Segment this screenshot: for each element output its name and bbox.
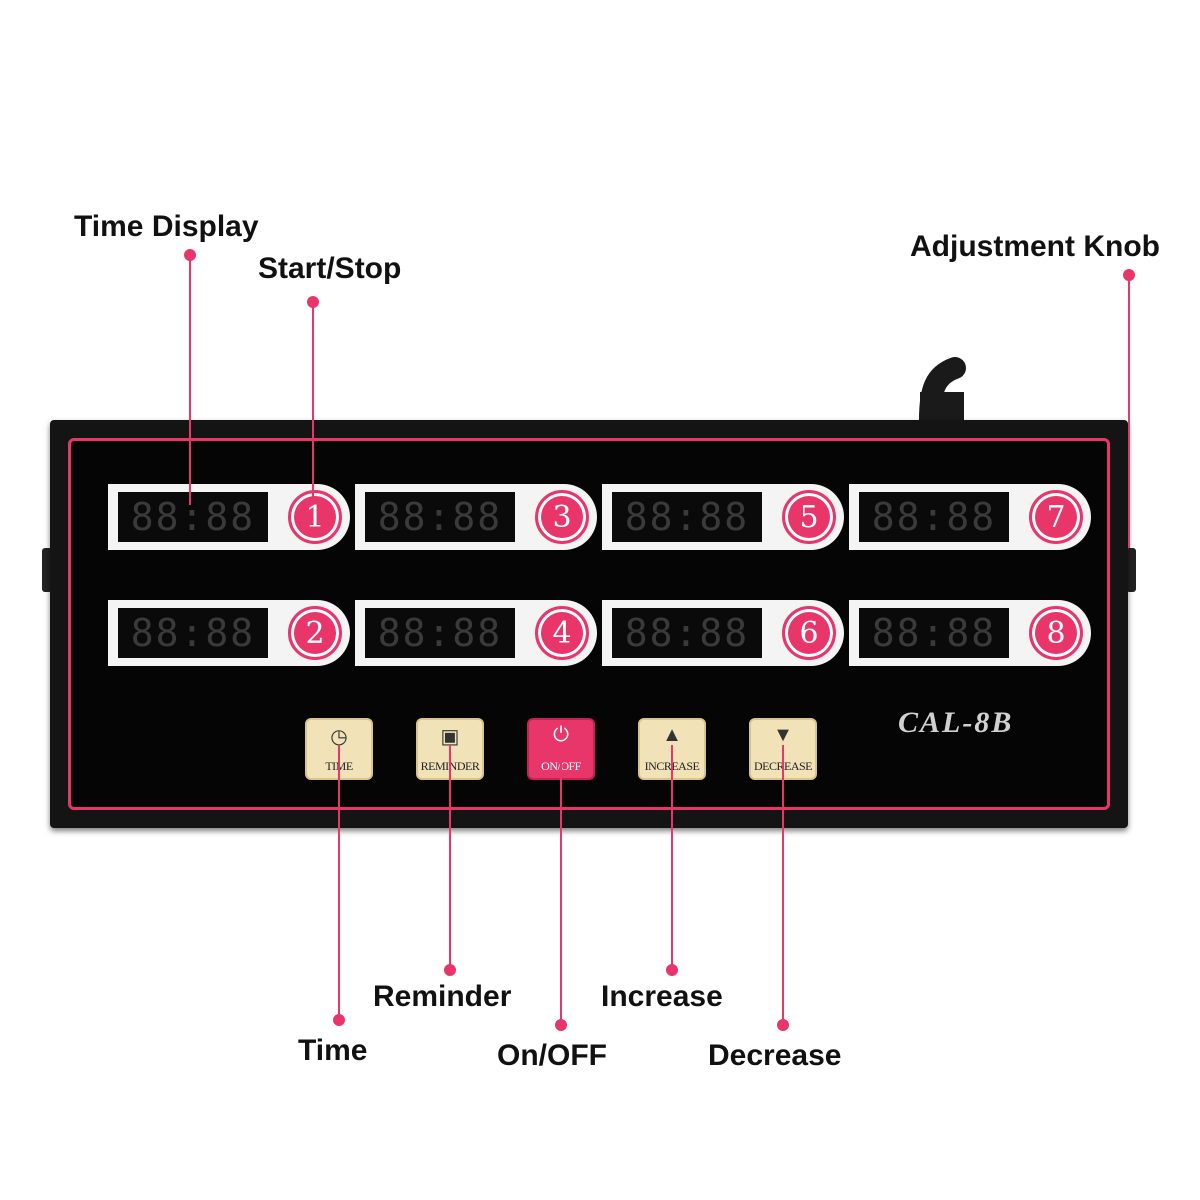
adjustment-knob[interactable]: [1126, 548, 1136, 592]
callout-dot-reminder: [444, 964, 456, 976]
callout-time-display: Time Display: [74, 210, 259, 243]
timer-slot-5: 88:88 5: [602, 484, 844, 550]
basket-icon: ▣: [440, 726, 460, 748]
callout-dot-increase: [666, 964, 678, 976]
callout-dot-adjustment-knob: [1123, 269, 1135, 281]
start-stop-button-2[interactable]: 2: [288, 606, 342, 660]
start-stop-button-4[interactable]: 4: [535, 606, 589, 660]
timer-slot-6: 88:88 6: [602, 600, 844, 666]
left-side-knob[interactable]: [42, 548, 52, 592]
callout-dot-on-off: [555, 1019, 567, 1031]
callout-dot-time-display: [184, 249, 196, 261]
timer-device: 88:88 1 88:88 3 88:88 5 88:88 7 88:88 2 …: [50, 420, 1128, 828]
time-display-3: 88:88: [365, 492, 515, 542]
model-label: CAL-8B: [898, 706, 1014, 739]
timer-slot-1: 88:88 1: [108, 484, 350, 550]
callout-adjustment-knob: Adjustment Knob: [910, 230, 1160, 263]
triangle-down-icon: ▼: [773, 724, 793, 746]
time-display-4: 88:88: [365, 608, 515, 658]
time-display-1: 88:88: [118, 492, 268, 542]
callout-dot-start-stop: [307, 296, 319, 308]
timer-slot-4: 88:88 4: [355, 600, 597, 666]
callout-dot-time: [333, 1014, 345, 1026]
callout-increase: Increase: [601, 980, 723, 1013]
start-stop-button-3[interactable]: 3: [535, 490, 589, 544]
time-display-6: 88:88: [612, 608, 762, 658]
callout-reminder: Reminder: [373, 980, 512, 1013]
callout-dot-decrease: [777, 1019, 789, 1031]
timer-slot-3: 88:88 3: [355, 484, 597, 550]
timer-slot-2: 88:88 2: [108, 600, 350, 666]
time-display-8: 88:88: [859, 608, 1009, 658]
callout-start-stop: Start/Stop: [258, 252, 402, 285]
power-icon: ⏻: [553, 724, 569, 746]
callout-decrease: Decrease: [708, 1039, 842, 1072]
start-stop-button-6[interactable]: 6: [782, 606, 836, 660]
start-stop-button-5[interactable]: 5: [782, 490, 836, 544]
callout-on-off: On/OFF: [497, 1039, 607, 1072]
timer-slot-8: 88:88 8: [849, 600, 1091, 666]
clock-icon: ◷: [330, 726, 348, 748]
start-stop-button-7[interactable]: 7: [1029, 490, 1083, 544]
triangle-up-icon: ▲: [662, 724, 682, 746]
start-stop-button-1[interactable]: 1: [288, 490, 342, 544]
time-display-7: 88:88: [859, 492, 1009, 542]
callout-time: Time: [298, 1034, 368, 1067]
timer-slot-7: 88:88 7: [849, 484, 1091, 550]
time-display-5: 88:88: [612, 492, 762, 542]
start-stop-button-8[interactable]: 8: [1029, 606, 1083, 660]
time-display-2: 88:88: [118, 608, 268, 658]
